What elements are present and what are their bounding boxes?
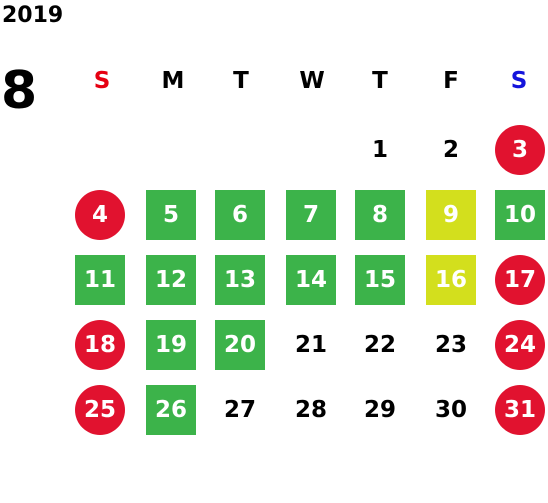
day-cell[interactable]: 13 (215, 255, 265, 305)
day-cell[interactable]: 11 (75, 255, 125, 305)
day-cell[interactable]: 7 (286, 190, 336, 240)
day-cell[interactable]: 12 (146, 255, 196, 305)
weekday-sat: S (510, 68, 528, 94)
day-cell[interactable]: 21 (294, 332, 327, 358)
day-cell[interactable]: 8 (355, 190, 405, 240)
year-label: 2019 (2, 3, 64, 28)
day-cell[interactable]: 24 (495, 320, 545, 370)
day-cell[interactable]: 14 (286, 255, 336, 305)
day-cell[interactable]: 19 (146, 320, 196, 370)
day-cell[interactable]: 23 (434, 332, 467, 358)
day-cell[interactable]: 16 (426, 255, 476, 305)
day-cell[interactable]: 25 (75, 385, 125, 435)
day-cell[interactable]: 22 (363, 332, 396, 358)
day-cell[interactable]: 10 (495, 190, 545, 240)
day-cell[interactable]: 15 (355, 255, 405, 305)
weekday-tue: T (233, 68, 249, 94)
day-cell[interactable]: 2 (442, 137, 459, 163)
weekday-fri: F (443, 68, 459, 94)
day-cell[interactable]: 30 (434, 397, 467, 423)
weekday-thu: T (372, 68, 388, 94)
day-cell[interactable]: 17 (495, 255, 545, 305)
day-cell[interactable]: 29 (363, 397, 396, 423)
day-cell[interactable]: 9 (426, 190, 476, 240)
day-cell[interactable]: 6 (215, 190, 265, 240)
day-cell[interactable]: 18 (75, 320, 125, 370)
day-cell[interactable]: 31 (495, 385, 545, 435)
day-cell[interactable]: 26 (146, 385, 196, 435)
day-cell[interactable]: 28 (294, 397, 327, 423)
weekday-wed: W (299, 68, 325, 94)
day-cell[interactable]: 20 (215, 320, 265, 370)
day-cell[interactable]: 27 (223, 397, 256, 423)
day-cell[interactable]: 4 (75, 190, 125, 240)
weekday-sun: S (93, 68, 111, 94)
day-cell[interactable]: 5 (146, 190, 196, 240)
day-cell[interactable]: 3 (495, 125, 545, 175)
month-label: 8 (1, 61, 38, 121)
day-cell[interactable]: 1 (371, 137, 388, 163)
weekday-mon: M (161, 68, 185, 94)
